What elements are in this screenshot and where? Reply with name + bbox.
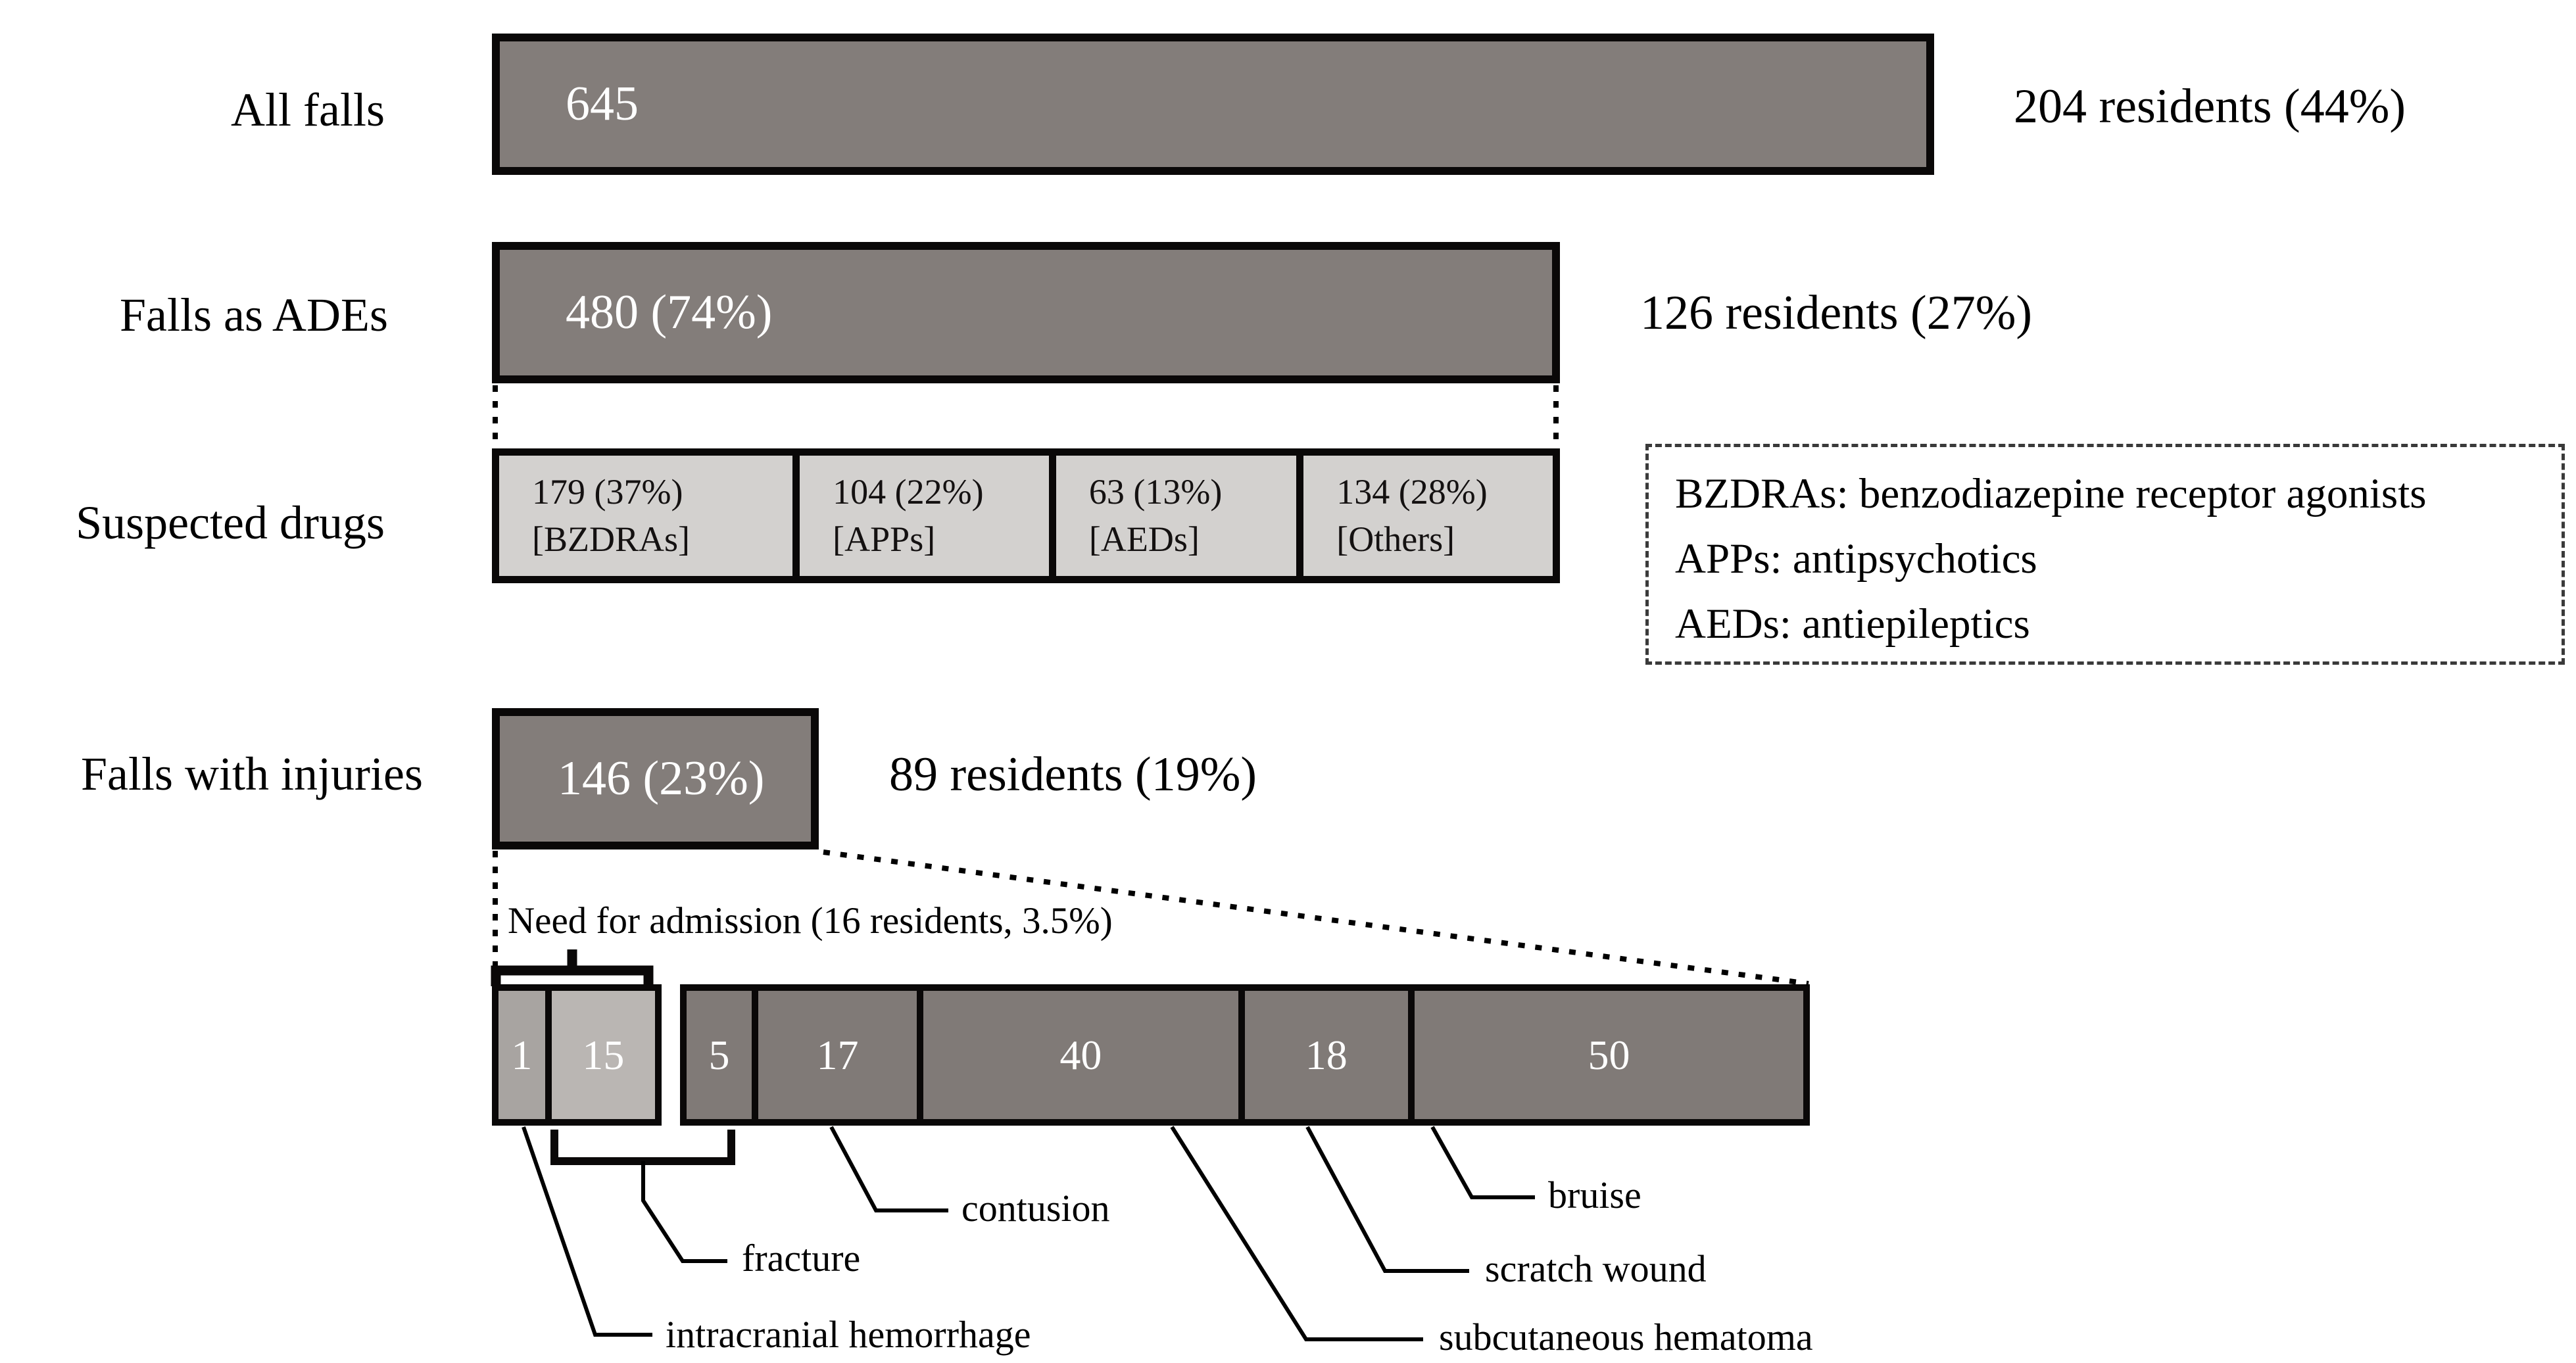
bar-falls-with-injuries-value: 146 (23%)	[558, 752, 765, 805]
injury-label-scratch-wound: scratch wound	[1485, 1247, 1707, 1290]
bar-injuries-admission-group: 1 15	[492, 984, 662, 1126]
bar-falls-as-ades-value: 480 (74%)	[566, 285, 773, 339]
bar-falls-as-ades: 480 (74%)	[492, 242, 1560, 383]
injury-segment-contusion: 17	[758, 991, 917, 1119]
drug-segment-others: 134 (28%) [Others]	[1303, 456, 1553, 576]
bar-suspected-drugs: 179 (37%) [BZDRAs] 104 (22%) [APPs] 63 (…	[492, 448, 1560, 583]
leader-bruise	[1430, 1126, 1535, 1199]
bar-all-falls: 645	[492, 34, 1934, 175]
side-label-all-falls-residents: 204 residents (44%)	[2014, 80, 2406, 133]
drug-segment-apps-count: 104 (22%)	[833, 472, 984, 512]
drug-segment-aeds-class: [AEDs]	[1088, 519, 1200, 559]
injury-label-fracture: fracture	[742, 1237, 861, 1279]
fracture-bracket	[550, 1130, 735, 1165]
legend-line-aeds: AEDs: antiepileptics	[1675, 600, 2030, 648]
row-label-falls-with-injuries: Falls with injuries	[81, 748, 423, 800]
drug-segment-bzdras: 179 (37%) [BZDRAs]	[499, 456, 793, 576]
injury-segment-subcutaneous-hematoma: 40	[923, 991, 1238, 1119]
side-label-falls-with-injuries-residents: 89 residents (19%)	[889, 748, 1257, 801]
bar-injuries-main-group: 5 17 40 18 50	[680, 984, 1810, 1126]
leader-fracture	[641, 1161, 727, 1263]
injury-label-subcutaneous-hematoma: subcutaneous hematoma	[1439, 1316, 1813, 1358]
row-label-all-falls: All falls	[231, 84, 385, 136]
injury-segment-bruise: 50	[1414, 991, 1803, 1119]
injury-segment-fracture-admitted: 15	[551, 991, 655, 1119]
legend-line-bzdras: BZDRAs: benzodiazepine receptor agonists	[1675, 470, 2427, 517]
legend-line-apps: APPs: antipsychotics	[1675, 535, 2037, 583]
drug-segment-aeds-count: 63 (13%)	[1088, 472, 1223, 512]
drug-segment-aeds: 63 (13%) [AEDs]	[1056, 456, 1297, 576]
bar-all-falls-value: 645	[566, 77, 639, 131]
drug-segment-others-class: [Others]	[1336, 519, 1455, 559]
need-for-admission-note: Need for admission (16 residents, 3.5%)	[508, 900, 1113, 942]
leader-intracranial-hemorrhage	[522, 1126, 652, 1337]
injury-label-contusion: contusion	[961, 1187, 1110, 1230]
leader-subcutaneous-hematoma	[1170, 1126, 1423, 1341]
drug-segment-others-count: 134 (28%)	[1336, 472, 1488, 512]
injury-segment-intracranial-hemorrhage: 1	[498, 991, 545, 1119]
injury-label-intracranial-hemorrhage: intracranial hemorrhage	[666, 1313, 1031, 1356]
injury-segment-scratch-wound: 18	[1244, 991, 1408, 1119]
drug-segment-apps: 104 (22%) [APPs]	[800, 456, 1049, 576]
leader-scratch-wound	[1305, 1126, 1469, 1273]
abbreviation-legend-box: BZDRAs: benzodiazepine receptor agonists…	[1645, 444, 2565, 665]
drug-segment-bzdras-class: [BZDRAs]	[532, 519, 690, 559]
bar-falls-with-injuries: 146 (23%)	[492, 708, 819, 849]
drug-segment-apps-class: [APPs]	[833, 519, 936, 559]
row-label-falls-as-ades: Falls as ADEs	[119, 289, 388, 341]
leader-contusion	[829, 1126, 948, 1212]
injury-segment-fracture-other: 5	[687, 991, 752, 1119]
drug-segment-bzdras-count: 179 (37%)	[532, 472, 683, 512]
row-label-suspected-drugs: Suspected drugs	[76, 496, 385, 549]
side-label-falls-as-ades-residents: 126 residents (27%)	[1640, 286, 2032, 340]
injury-label-bruise: bruise	[1548, 1174, 1641, 1216]
